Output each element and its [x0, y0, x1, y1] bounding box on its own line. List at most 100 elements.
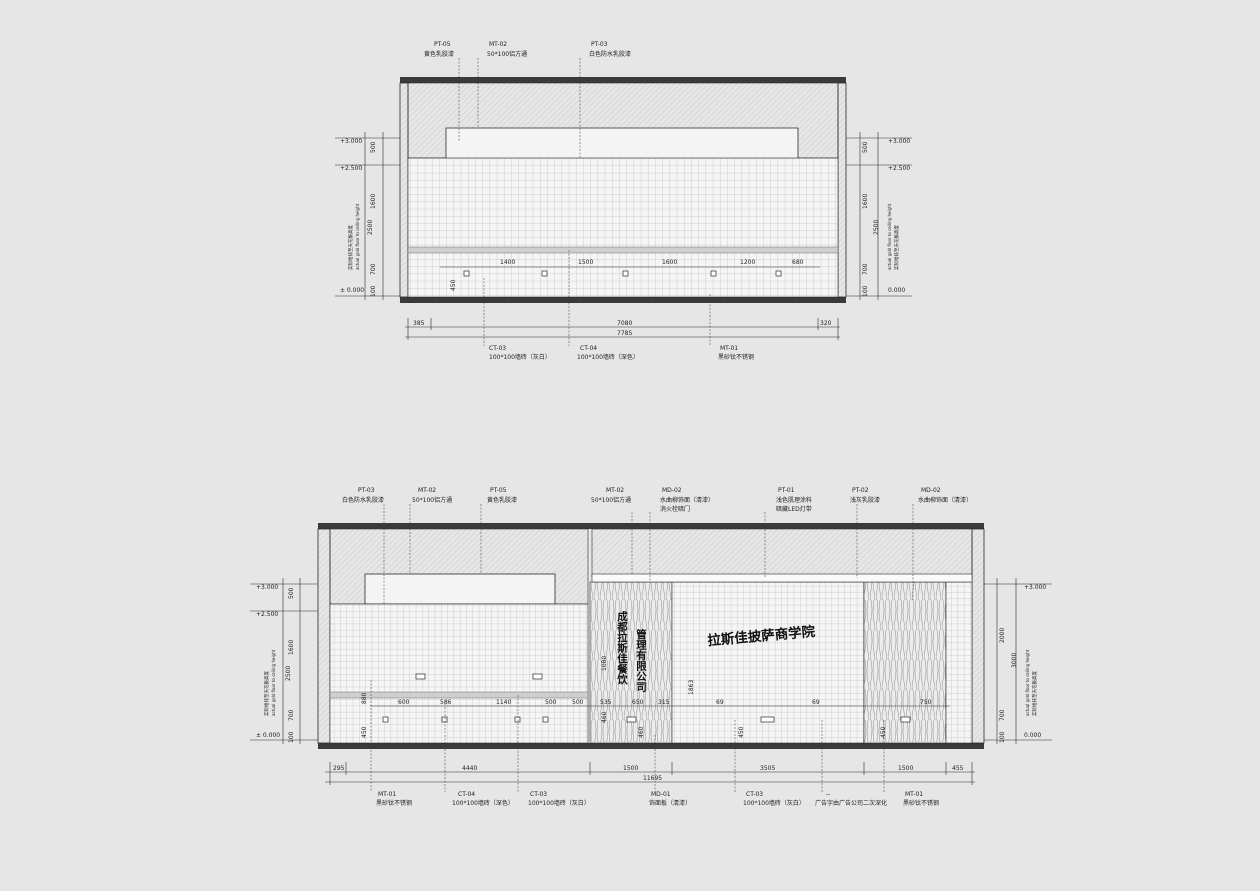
e2-level-r-0: 0.000 [1024, 732, 1041, 739]
elevation-1 [399, 77, 847, 303]
e2-tag-7-desc: 浅灰乳胶漆 [850, 496, 880, 504]
e2-btag-7-desc: 黑砂钛不锈钢 [903, 799, 939, 807]
e2-left-wall [317, 528, 331, 744]
e1-ceiling-slab [400, 77, 846, 83]
e1-left-wall [399, 82, 409, 298]
e1-rside-dim-2500: 2500 [873, 220, 880, 235]
e1-level-2500: +2.500 [340, 165, 362, 172]
e2-tag-4-desc: 50*100铝方通 [591, 496, 631, 504]
e2-spacing-500b: 500 [572, 699, 584, 706]
annotation-text: PT-05 黄色乳胶漆 MT-02 50*100铝方通 PT-03 白色防水乳胶… [256, 41, 1046, 807]
e1-btag-2-desc: 100*100墙砖（深色） [577, 353, 639, 361]
dimension-lines [250, 132, 1052, 785]
e1-btag-1-desc: 100*100墙砖（灰白） [489, 353, 551, 361]
e1-btag-3-code: MT-01 [720, 345, 738, 352]
e2-spacing-586: 586 [440, 699, 452, 706]
e2-socket-boxes [382, 673, 911, 723]
e2-right-wall [971, 528, 985, 744]
e1-rside-dim-500: 500 [862, 141, 869, 153]
e1-bulkhead [445, 127, 799, 161]
company-name-col-1: 成都拉斯佳餐饮 [616, 610, 628, 685]
e2-btag-2-desc: 100*100墙砖（深色） [452, 799, 514, 807]
e1-rside-note-a: 实际给排至天花板高度 [893, 225, 900, 270]
e2-level-3000: +3.000 [256, 584, 278, 591]
e2-btag-3-desc: 100*100墙砖（灰白） [528, 799, 590, 807]
company-name-col-2: 管理有限公司 [635, 628, 647, 693]
e1-spacing-1500: 1500 [578, 259, 593, 266]
e1-side-note-a: 实际给排至天花板高度 [347, 225, 354, 270]
e2-btag-5-desc: 100*100墙砖（灰白） [743, 799, 805, 807]
e1-spacing-1400: 1400 [500, 259, 515, 266]
e1-level-r-0: 0.000 [888, 287, 905, 294]
e2-tag-5-desc2: 消火栓暗门 [660, 505, 690, 513]
e1-level-r-2500: +2.500 [888, 165, 910, 172]
e2-level-0: ± 0.000 [256, 732, 280, 739]
e1-side-dim-500: 500 [370, 141, 377, 153]
e2-floor-band [318, 743, 984, 749]
e2-vdim-1080: 1080 [601, 656, 608, 671]
e2-rside-dim-2000: 2000 [999, 628, 1006, 643]
e2-btag-6-code: -- [826, 791, 830, 798]
e2-tag-8-code: MD-02 [921, 487, 941, 494]
e2-side-note-a: 实际给排至天花板高度 [263, 671, 270, 716]
e2-waist-band [329, 691, 589, 699]
e1-right-wall [837, 82, 847, 298]
e2-vdim-460: 460 [601, 711, 608, 723]
e2-vdim-450b: 450 [738, 726, 745, 738]
e2-vdim-880: 880 [361, 692, 368, 704]
e1-level-3000: +3.000 [340, 138, 362, 145]
e2-side-dim-2500: 2500 [285, 666, 292, 681]
e2-tag-1-code: PT-03 [358, 487, 375, 494]
e1-level-0: ± 0.000 [340, 287, 364, 294]
e2-tag-6-code: PT-01 [778, 487, 795, 494]
e2-tag-2-desc: 50*100铝方通 [412, 496, 452, 504]
e1-btag-1-code: CT-03 [489, 345, 506, 352]
e2-spacing-1140: 1140 [496, 699, 511, 706]
e2-bottom-dim-4440: 4440 [462, 765, 477, 772]
e1-btag-2-code: CT-04 [580, 345, 597, 352]
e1-spacing-1200: 1200 [740, 259, 755, 266]
e2-bottom-dim-1500b: 1500 [898, 765, 913, 772]
e2-spacing-500a: 500 [545, 699, 557, 706]
e1-tag-2-desc: 50*100铝方通 [487, 50, 527, 58]
e2-btag-3-code: CT-03 [530, 791, 547, 798]
e1-spacing-1600: 1600 [662, 259, 677, 266]
e2-spacing-650: 650 [632, 699, 644, 706]
e2-spacing-315: 315 [658, 699, 670, 706]
e2-ceiling-slab [318, 523, 984, 529]
e2-ceiling-zone-right [591, 528, 973, 578]
e2-vdim-450a: 450 [361, 726, 368, 738]
e1-tag-1-desc: 黄色乳胶漆 [424, 50, 454, 58]
e1-tag-3-desc: 白色防水乳胶漆 [589, 50, 631, 58]
e2-tag-7-code: PT-02 [852, 487, 869, 494]
e2-left-bulkhead [364, 573, 556, 605]
e2-bottom-dim-295: 295 [333, 765, 345, 772]
e2-spacing-69a: 69 [716, 699, 724, 706]
e2-side-dim-100: 100 [288, 731, 295, 743]
e2-rside-dim-3000: 3000 [1011, 653, 1018, 668]
e1-rside-dim-1600: 1600 [862, 194, 869, 209]
e2-tag-5-code: MD-02 [662, 487, 682, 494]
e2-bottom-dim-1500a: 1500 [623, 765, 638, 772]
e2-rside-note-a: 实际给排至天花板高度 [1031, 671, 1038, 716]
e1-spacing-680: 680 [792, 259, 804, 266]
e2-btag-5-code: CT-03 [746, 791, 763, 798]
e2-spacing-750: 750 [920, 699, 932, 706]
e2-vdim-1863: 1863 [688, 680, 695, 695]
e1-side-dim-700: 700 [370, 263, 377, 275]
e1-rside-dim-100: 100 [862, 285, 869, 297]
e2-btag-1-desc: 黑砂钛不锈钢 [376, 799, 412, 807]
e2-spacing-69b: 69 [812, 699, 820, 706]
e1-tag-2-code: MT-02 [489, 41, 507, 48]
e1-bottom-dim-385: 385 [413, 320, 425, 327]
e2-side-dim-1600: 1600 [288, 640, 295, 655]
e2-tag-4-code: MT-02 [606, 487, 624, 494]
e1-rside-note-b: actual gold floor to ceiling height [887, 203, 892, 270]
e1-waist-band [407, 246, 839, 254]
e1-socket-boxes [463, 270, 782, 277]
elevation-2 [317, 523, 985, 749]
e1-tag-1-code: PT-05 [434, 41, 451, 48]
e1-small-dim: 450 [450, 279, 457, 291]
e2-rside-dim-700: 700 [999, 709, 1006, 721]
